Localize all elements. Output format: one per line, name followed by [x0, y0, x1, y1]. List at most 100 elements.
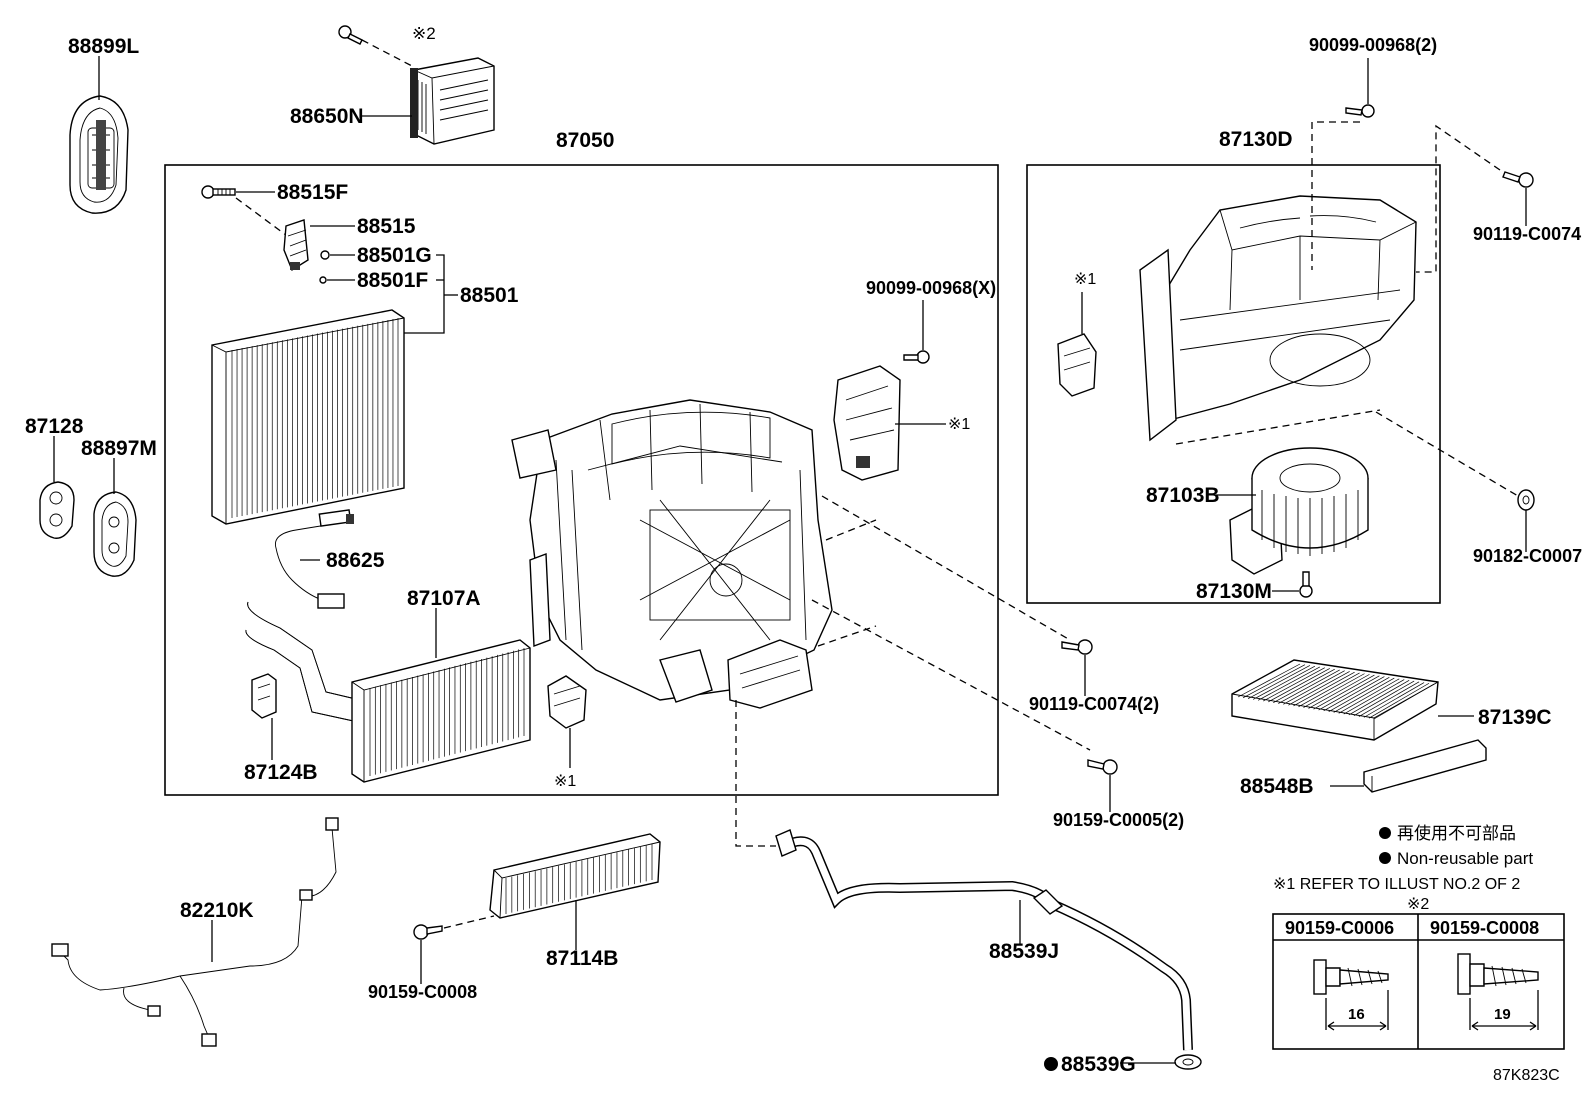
- label-87130D: 87130D: [1219, 128, 1293, 151]
- label-ref2: ※2: [412, 24, 436, 43]
- label-88515: 88515: [357, 215, 416, 238]
- screw-icon: [1087, 759, 1118, 775]
- bolt-88515F: [201, 185, 236, 199]
- fin-line: [1313, 674, 1375, 710]
- blower-motor-87103B: [1229, 447, 1369, 575]
- label-ref1-blower: ※1: [1074, 271, 1096, 288]
- illustration-code: 87K823C: [1493, 1067, 1560, 1084]
- fin-line: [1237, 663, 1301, 698]
- wire-harness-82210K: [51, 817, 339, 1047]
- screw-icon: [413, 924, 443, 940]
- fin-line: [1288, 671, 1350, 706]
- label-88548B: 88548B: [1240, 775, 1314, 798]
- fin-line: [1252, 665, 1316, 700]
- expansion-valve-88515: [283, 219, 309, 272]
- legend-table: [1272, 913, 1565, 1050]
- fin-line: [1247, 665, 1311, 699]
- label-90159-C0008: 90159-C0008: [368, 982, 477, 1002]
- screw-icon: [1345, 104, 1375, 118]
- label-88650N: 88650N: [290, 105, 364, 128]
- label-ref1-right: ※1: [948, 416, 970, 433]
- grommet-88899L: [69, 95, 129, 214]
- fin-line: [1338, 678, 1400, 714]
- label-87107A: 87107A: [407, 587, 481, 610]
- label-88501: 88501: [460, 284, 519, 307]
- fin-line: [1368, 682, 1430, 719]
- legend-dim2: 19: [1494, 1006, 1511, 1023]
- actuator-blower: [1057, 333, 1097, 397]
- o-ring-88501G: [320, 250, 330, 260]
- label-88897M: 88897M: [81, 437, 157, 460]
- label-87124B: 87124B: [244, 761, 318, 784]
- legend-col2: 90159-C0008: [1430, 918, 1539, 938]
- cabin-filter-87139C: [1231, 659, 1439, 741]
- washer-90182-C0007: [1517, 489, 1535, 511]
- fin-line: [1373, 683, 1435, 720]
- label-87103B: 87103B: [1146, 484, 1220, 507]
- blower-housing-87130D: [1139, 195, 1417, 442]
- label-88899L: 88899L: [68, 35, 139, 58]
- actuator-lower: [547, 675, 587, 729]
- grommet-88539G: [1174, 1054, 1202, 1070]
- legend-col1: 90159-C0006: [1285, 918, 1394, 938]
- fin-line: [1323, 676, 1385, 712]
- label-90119-C0074-2: 90119-C0074(2): [1029, 694, 1159, 714]
- fin-line: [1283, 670, 1345, 705]
- label-88625: 88625: [326, 549, 385, 572]
- fin-line: [1263, 667, 1325, 702]
- label-ref1-lower: ※1: [554, 773, 576, 790]
- fin-line: [1353, 680, 1415, 717]
- bullet-icon: [1379, 852, 1391, 864]
- legend-dim1: 16: [1348, 1006, 1365, 1023]
- drain-hose-88539J: [775, 829, 1193, 1051]
- fin-line: [1293, 671, 1355, 707]
- fin-line: [1318, 675, 1380, 711]
- label-87139C: 87139C: [1478, 706, 1552, 729]
- label-88515F: 88515F: [277, 181, 348, 204]
- legend-refer-note: ※1 REFER TO ILLUST NO.2 OF 2: [1273, 876, 1520, 893]
- fin-line: [1273, 668, 1335, 704]
- label-87130M: 87130M: [1196, 580, 1272, 603]
- o-ring-88501F: [319, 276, 327, 284]
- label-87114B: 87114B: [546, 947, 618, 970]
- screw-icon: [338, 25, 363, 45]
- label-90159-C0005-2: 90159-C0005(2): [1053, 810, 1184, 830]
- label-90182-C0007: 90182-C0007: [1473, 546, 1582, 566]
- grommet-88897M: [93, 491, 137, 577]
- clip-87124B: [251, 673, 277, 719]
- screw-icon: [1061, 639, 1093, 655]
- bullet-icon: [1044, 1057, 1058, 1071]
- actuator-right: [833, 365, 901, 481]
- frame-87130D: [1026, 164, 1441, 604]
- filter-cover-88548B: [1363, 739, 1487, 793]
- thermistor-88625: [274, 509, 354, 609]
- frame-87050: [164, 164, 999, 796]
- fin-line: [1328, 677, 1390, 712]
- screw-icon: [1502, 171, 1534, 188]
- label-90099-00968X: 90099-00968(X): [866, 278, 996, 298]
- screw-icon: [1299, 571, 1313, 598]
- label-87050: 87050: [556, 129, 614, 152]
- screw-icon: [1457, 953, 1539, 995]
- evaporator-88501: [211, 309, 405, 525]
- bullet-icon: [1379, 827, 1391, 839]
- screw-icon: [1313, 959, 1389, 995]
- fin-line: [1308, 674, 1370, 709]
- label-88501F: 88501F: [357, 269, 428, 292]
- fin-line: [1278, 669, 1340, 704]
- fin-line: [1363, 682, 1425, 718]
- label-90099-00968-2: 90099-00968(2): [1309, 35, 1437, 55]
- fin-line: [1257, 666, 1321, 701]
- fin-line: [1242, 664, 1306, 699]
- heater-core-87107A: [245, 601, 531, 783]
- fin-line: [1268, 668, 1330, 703]
- label-87128: 87128: [25, 415, 84, 438]
- fin-line: [1298, 672, 1360, 708]
- label-88539J: 88539J: [989, 940, 1059, 963]
- filter-87114B: [489, 833, 661, 919]
- label-88501G: 88501G: [357, 244, 432, 267]
- label-90119-C0074: 90119-C0074: [1473, 224, 1581, 244]
- fin-line: [1303, 673, 1365, 708]
- fin-line: [1358, 681, 1420, 717]
